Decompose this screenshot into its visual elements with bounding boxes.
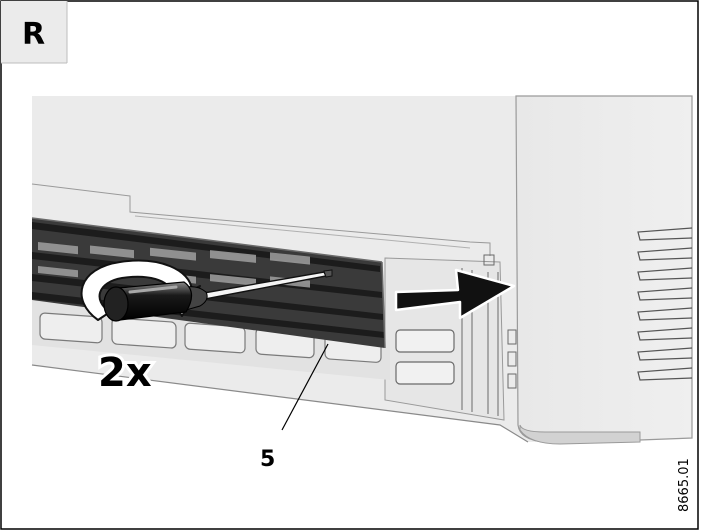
leader-line [281, 343, 329, 431]
cabinet-side-panel [515, 95, 693, 445]
appliance-illustration [31, 95, 693, 445]
turns-callout: 2x [98, 350, 152, 396]
step-letter: R [22, 17, 45, 52]
screwdriver-icon [103, 269, 333, 322]
figure-code: 8665.01 [677, 458, 692, 512]
arrow-right-icon [394, 268, 516, 320]
step-label-box: R [1, 1, 68, 64]
part-number-callout: 5 [260, 447, 275, 472]
